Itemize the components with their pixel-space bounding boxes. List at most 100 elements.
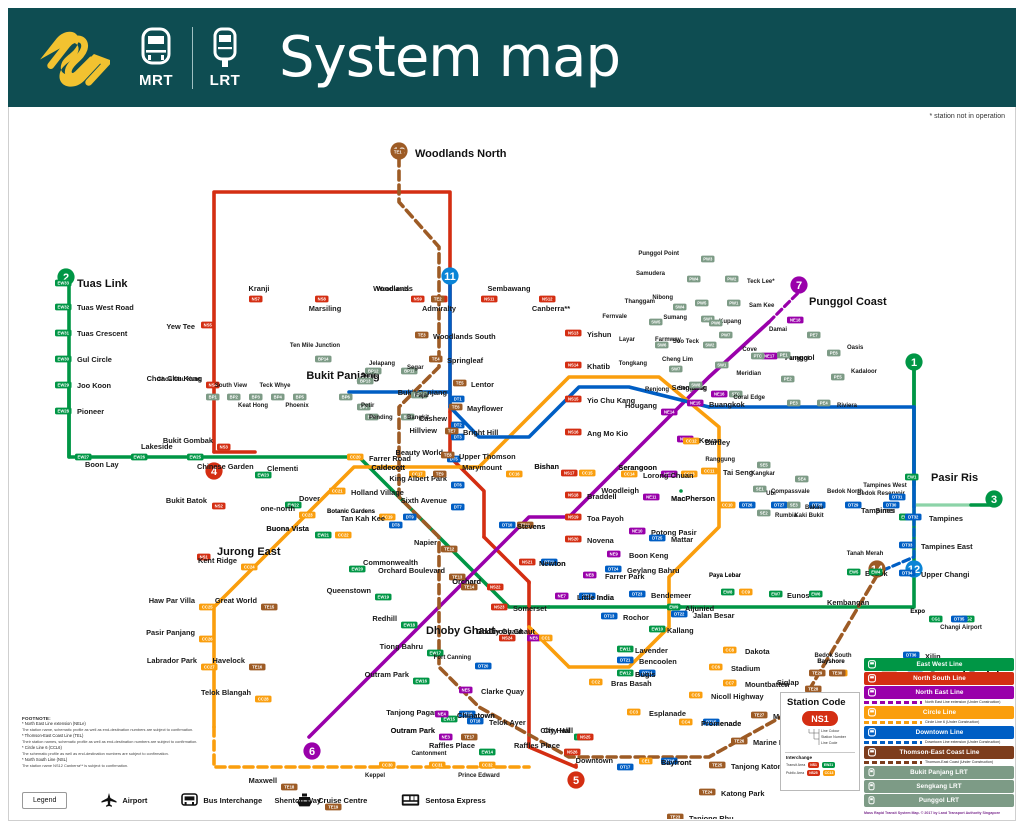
legend-line-5[interactable]: Thomson-East Coast Line	[864, 746, 1014, 759]
station-ne7[interactable]: NE7Little India	[555, 592, 615, 602]
terminus-marker-7[interactable]: 7	[790, 276, 808, 294]
legend-lrt-0[interactable]: Bukit Panjang LRT	[864, 766, 1014, 779]
terminus-marker-3[interactable]: 3	[985, 490, 1003, 508]
terminus-marker-6[interactable]: 6	[303, 742, 321, 760]
terminus-marker-1[interactable]: 1	[905, 353, 923, 371]
legend-line-3[interactable]: Circle Line	[864, 706, 1014, 719]
terminus-marker-5[interactable]: 5	[567, 771, 585, 789]
terminus-marker-11[interactable]: 11	[441, 267, 459, 285]
legend-lrt-1[interactable]: Sengkang LRT	[864, 780, 1014, 793]
terminus-marker-4[interactable]: 4	[205, 462, 223, 480]
map-canvas[interactable]: * station not in operation .ln{fill:none…	[8, 107, 1016, 821]
